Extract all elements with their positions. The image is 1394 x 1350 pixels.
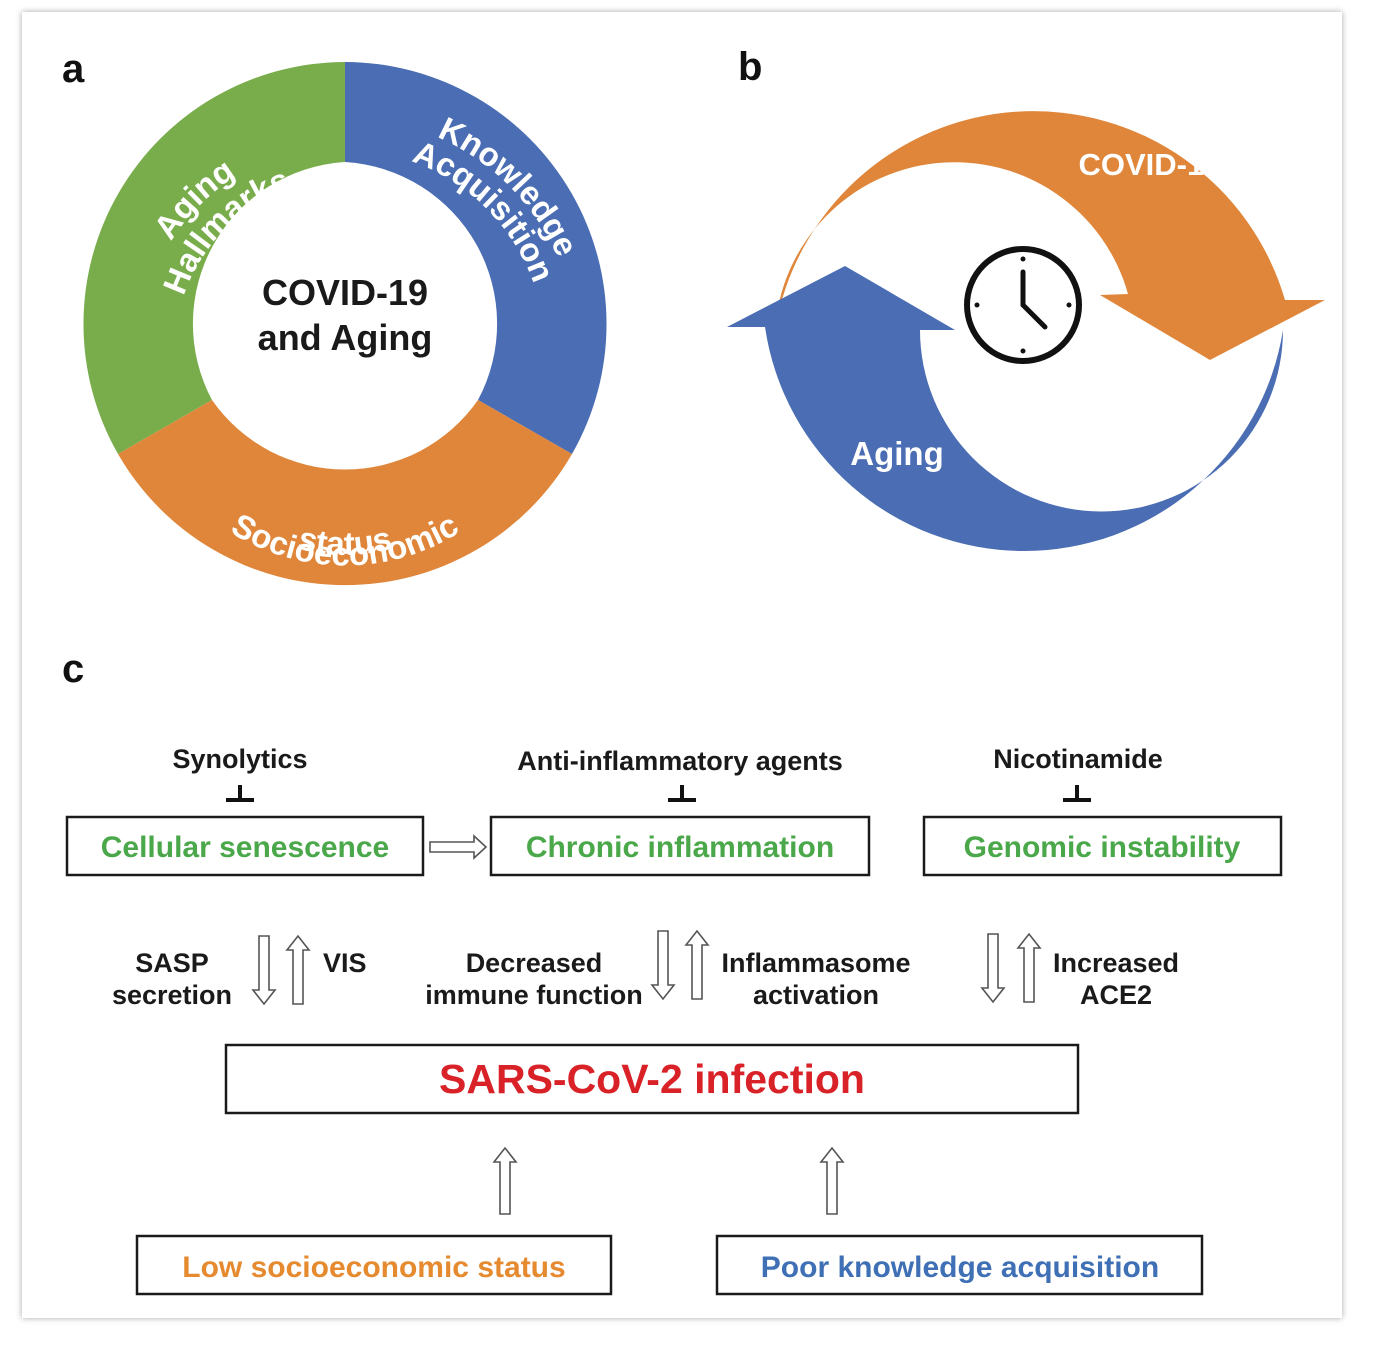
- box-low-socioeconomic: [135, 1234, 613, 1296]
- donut-center-line1: COVID-19: [262, 272, 428, 313]
- aging-arrow: [727, 266, 1283, 551]
- label-inflammasome-1: Inflammasome: [721, 948, 910, 978]
- arrow-up-knowledge: [819, 1146, 845, 1215]
- clock-icon: [964, 246, 1082, 364]
- box-cellular-senescence: [65, 815, 425, 877]
- segment-aging-hallmarks: [83, 62, 346, 454]
- arrow-senescence-to-inflammation: [429, 834, 488, 860]
- panel-a-letter: a: [62, 47, 85, 91]
- donut-center-line2: and Aging: [258, 317, 433, 358]
- low-socioeconomic-label: Low socioeconomic status: [182, 1251, 565, 1284]
- segment-socioeconomic-status: [118, 400, 572, 586]
- inhibitor-synolytics: Synolytics: [172, 744, 307, 774]
- label-ace2-2: ACE2: [1080, 980, 1152, 1010]
- infection-label: SARS-CoV-2 infection: [439, 1056, 865, 1102]
- arrow-up-socio: [492, 1146, 518, 1215]
- poor-knowledge-label: Poor knowledge acquisition: [761, 1251, 1159, 1284]
- inhibitor-nicotinamide: Nicotinamide: [993, 744, 1163, 774]
- arrow-up-vis: [285, 934, 311, 1005]
- donut-chart: [83, 62, 607, 586]
- box-poor-knowledge: [715, 1234, 1204, 1296]
- segment-knowledge-acquisition: [345, 62, 607, 454]
- inhibitor-anti-inflammatory: Anti-inflammatory agents: [517, 746, 843, 776]
- panel-c-letter: c: [62, 647, 84, 691]
- inhibition-bar-1: [226, 785, 254, 802]
- box-infection: [224, 1043, 1080, 1115]
- inhibition-bar-2: [668, 785, 696, 802]
- label-sasp-2: secretion: [112, 980, 232, 1010]
- covid-label: COVID-19: [1079, 147, 1222, 182]
- label-decreased-1: Decreased: [466, 948, 603, 978]
- arrow-up-ace2: [1016, 932, 1042, 1003]
- aging-label: Aging: [850, 435, 943, 472]
- segment-socio-label-2: status: [295, 519, 394, 562]
- label-ace2-1: Increased: [1053, 948, 1179, 978]
- panel-b-letter: b: [738, 45, 762, 89]
- label-sasp-1: SASP: [135, 948, 209, 978]
- arrow-up-inflammasome: [684, 929, 710, 1000]
- box-chronic-inflammation: [489, 815, 871, 877]
- arrow-down-genomic: [980, 933, 1006, 1004]
- arrow-down-immune: [650, 930, 676, 1001]
- inhibition-bar-3: [1063, 785, 1091, 802]
- hallmark-chronic-inflammation: Chronic inflammation: [526, 831, 834, 864]
- label-vis: VIS: [323, 948, 367, 978]
- label-decreased-2: immune function: [425, 980, 643, 1010]
- label-inflammasome-2: activation: [753, 980, 879, 1010]
- hallmark-genomic-instability: Genomic instability: [964, 831, 1241, 864]
- box-genomic-instability: [922, 815, 1283, 877]
- covid-arrow: [775, 111, 1325, 360]
- hallmark-cellular-senescence: Cellular senescence: [101, 831, 390, 864]
- arrow-down-sasp: [251, 935, 277, 1006]
